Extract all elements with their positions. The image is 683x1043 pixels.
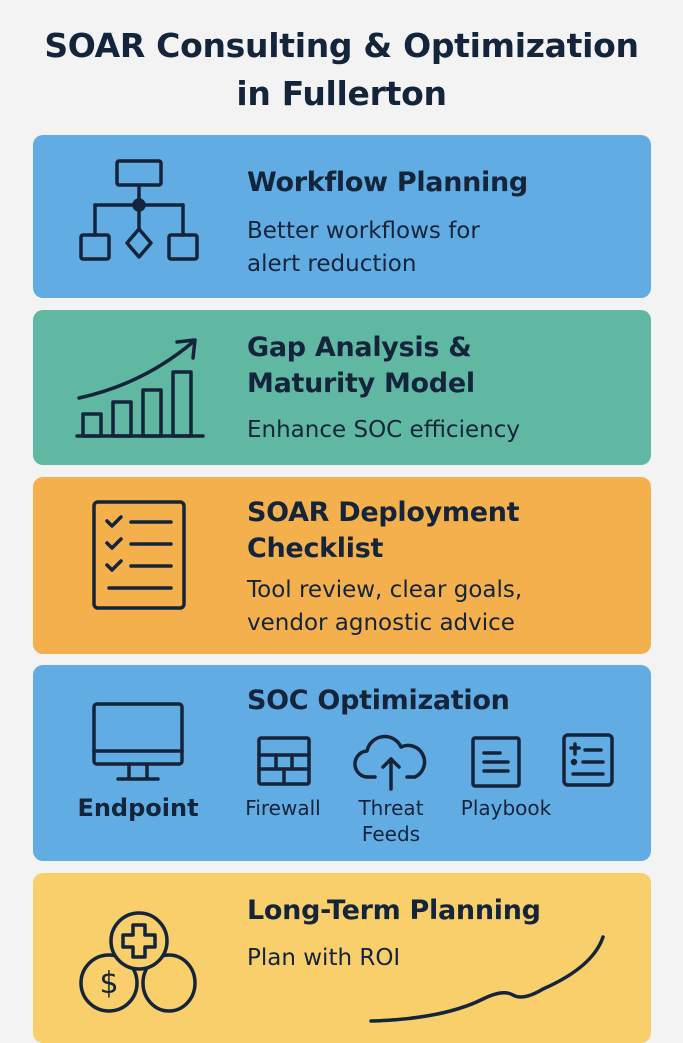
document-icon — [471, 736, 521, 788]
card-description: Plan with ROI — [247, 945, 401, 971]
card-long-term-planning: Long-Term Planning Plan with ROI $ — [33, 873, 651, 1043]
monitor-icon — [92, 702, 184, 781]
page-title: SOAR Consulting & Optimization in Fuller… — [44, 26, 639, 113]
item-label-playbook: Playbook — [460, 796, 552, 820]
workflow-diagram-icon — [79, 159, 199, 261]
card-title: Long-Term Planning — [247, 895, 541, 926]
svg-text:$: $ — [99, 966, 118, 1001]
card-description: Tool review, clear goals,vendor agnostic… — [247, 577, 523, 636]
cloud-upload-icon — [353, 734, 427, 791]
growth-chart-icon — [75, 338, 205, 438]
card-title: Gap Analysis &Maturity Model — [247, 332, 475, 399]
card-gap-analysis: Gap Analysis &Maturity Model Enhance SOC… — [33, 310, 651, 465]
firewall-icon — [257, 736, 311, 786]
card-soc-optimization: SOC Optimization Endpoint Firewall Threa… — [33, 665, 651, 861]
card-description: Enhance SOC efficiency — [247, 417, 520, 443]
roi-trend-line — [369, 935, 605, 1023]
list-icon — [562, 733, 614, 787]
coins-icon: $ — [79, 911, 197, 1013]
item-label-endpoint: Endpoint — [77, 794, 199, 822]
item-label-firewall: Firewall — [245, 796, 321, 820]
checklist-icon — [92, 500, 186, 610]
card-title: SOC Optimization — [247, 685, 510, 716]
card-title: Workflow Planning — [247, 167, 528, 198]
